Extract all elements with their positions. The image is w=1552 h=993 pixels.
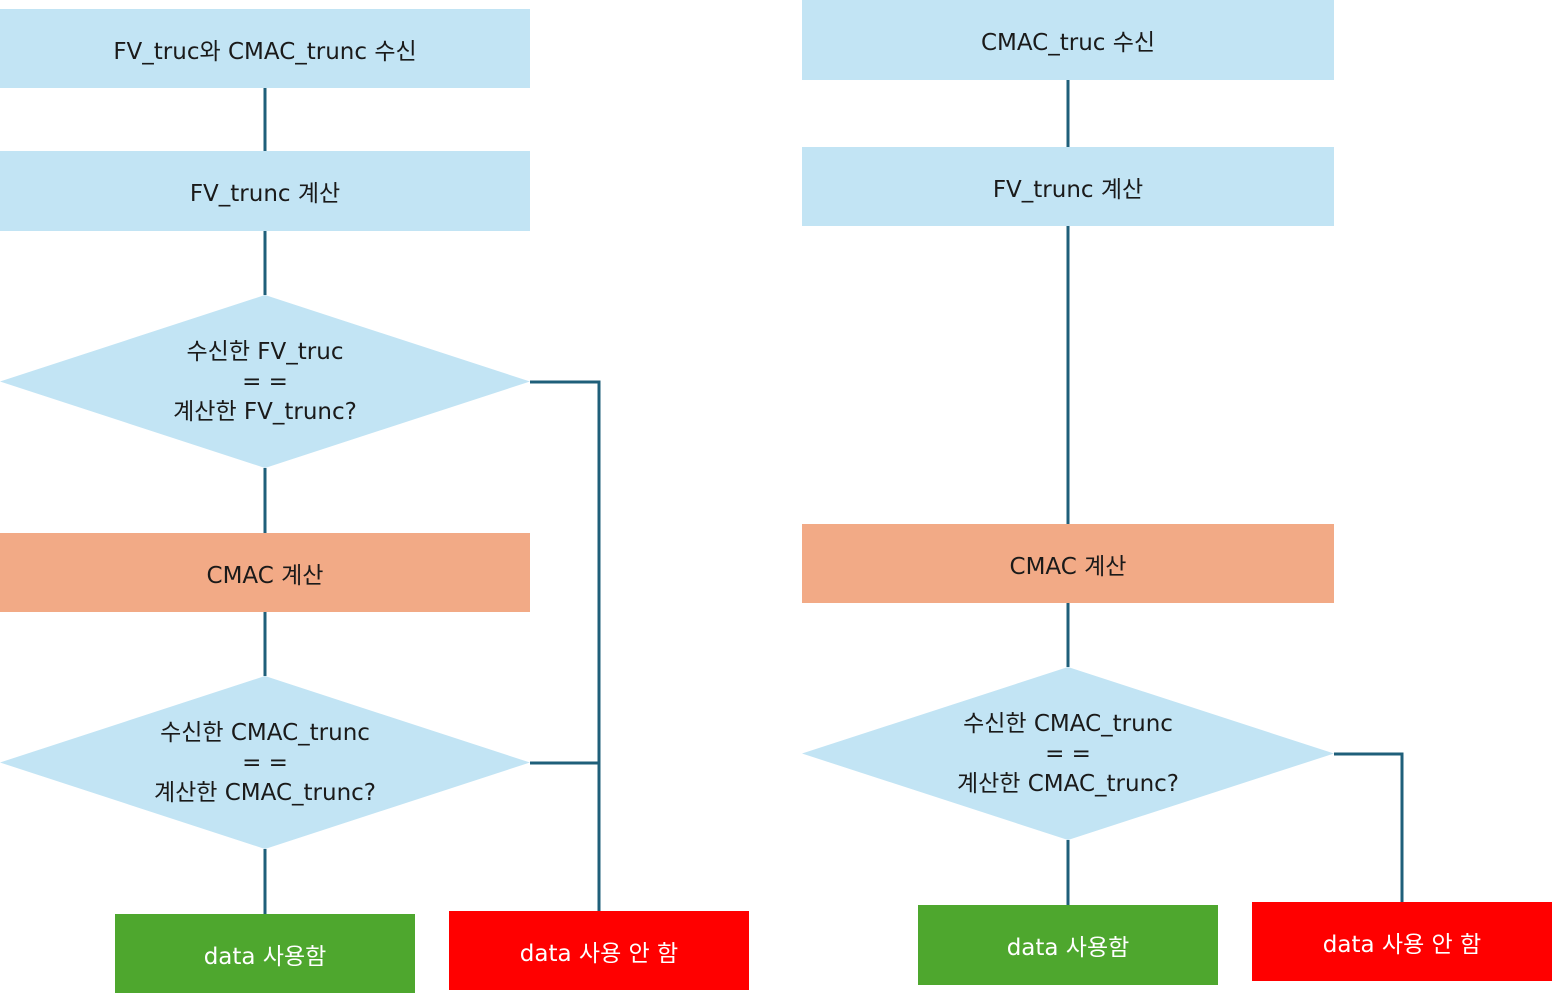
right-cmac-check-diamond: 수신한 CMAC_trunc = = 계산한 CMAC_trunc? bbox=[802, 667, 1334, 840]
left-receive-label: FV_truc와 CMAC_trunc 수신 bbox=[113, 38, 417, 65]
left-fv-calc-box: FV_trunc 계산 bbox=[0, 151, 530, 231]
left-cmac-calc-box: CMAC 계산 bbox=[0, 533, 530, 612]
left-fv-check-line2: = = bbox=[242, 368, 288, 395]
right-receive-box: CMAC_truc 수신 bbox=[802, 0, 1334, 80]
left-cmac-check-text: 수신한 CMAC_trunc = = 계산한 CMAC_trunc? bbox=[0, 676, 530, 849]
left-use-label: data 사용함 bbox=[203, 943, 327, 970]
right-cmac-check-line2: = = bbox=[1045, 740, 1091, 767]
left-fv-check-text: 수신한 FV_truc = = 계산한 FV_trunc? bbox=[0, 295, 530, 468]
right-use-label: data 사용함 bbox=[1006, 935, 1130, 961]
left-cmac-check-line3: 계산한 CMAC_trunc? bbox=[153, 779, 377, 806]
connector-right-cmac-no bbox=[1334, 752, 1404, 902]
right-reject-box: data 사용 안 함 bbox=[1252, 902, 1552, 981]
left-cmac-check-line2: = = bbox=[242, 749, 288, 776]
left-reject-box: data 사용 안 함 bbox=[449, 911, 749, 990]
left-receive-box: FV_truc와 CMAC_trunc 수신 bbox=[0, 9, 530, 88]
right-cmac-check-text: 수신한 CMAC_trunc = = 계산한 CMAC_trunc? bbox=[802, 667, 1334, 840]
right-reject-label: data 사용 안 함 bbox=[1322, 931, 1482, 958]
right-cmac-calc-box: CMAC 계산 bbox=[802, 524, 1334, 603]
left-cmac-check-line1: 수신한 CMAC_trunc bbox=[160, 719, 370, 746]
left-cmac-check-diamond: 수신한 CMAC_trunc = = 계산한 CMAC_trunc? bbox=[0, 676, 530, 849]
left-fv-check-diamond: 수신한 FV_truc = = 계산한 FV_trunc? bbox=[0, 295, 530, 468]
left-cmac-check-shape bbox=[0, 676, 530, 849]
right-fv-calc-label: FV_trunc 계산 bbox=[992, 176, 1144, 203]
left-reject-label: data 사용 안 함 bbox=[519, 940, 679, 967]
connector-left-fv-no bbox=[530, 380, 601, 911]
left-fv-calc-label: FV_trunc 계산 bbox=[189, 181, 341, 207]
left-fv-check-shape bbox=[0, 295, 530, 468]
right-receive-label: CMAC_truc 수신 bbox=[980, 30, 1156, 56]
right-cmac-calc-label: CMAC 계산 bbox=[1009, 553, 1127, 580]
left-fv-check-line1: 수신한 FV_truc bbox=[186, 338, 344, 365]
left-use-box: data 사용함 bbox=[115, 914, 415, 993]
right-fv-calc-box: FV_trunc 계산 bbox=[802, 147, 1334, 226]
left-cmac-calc-label: CMAC 계산 bbox=[206, 562, 324, 589]
right-use-box: data 사용함 bbox=[918, 905, 1218, 985]
right-cmac-check-line1: 수신한 CMAC_trunc bbox=[963, 710, 1173, 737]
left-fv-check-line3: 계산한 FV_trunc? bbox=[173, 398, 357, 425]
right-cmac-check-shape bbox=[802, 667, 1334, 840]
right-cmac-check-line3: 계산한 CMAC_trunc? bbox=[956, 770, 1180, 797]
